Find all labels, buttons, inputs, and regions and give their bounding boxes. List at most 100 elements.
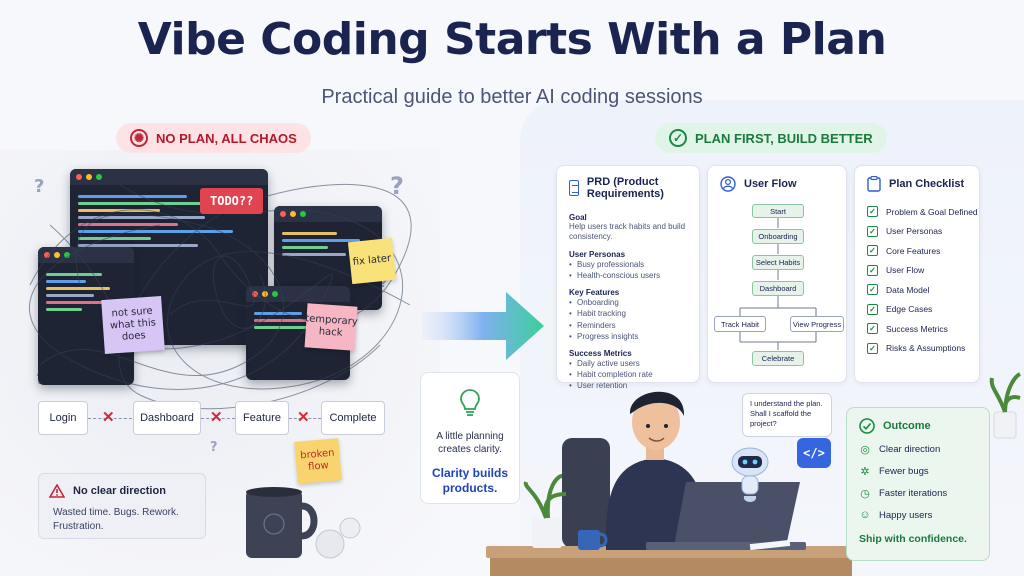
smiley-icon: ☺ xyxy=(859,509,871,521)
outcome-title: Outcome xyxy=(883,420,931,432)
list-item: Health-conscious users xyxy=(569,270,687,281)
outcome-item: ◎ Clear direction xyxy=(859,443,977,456)
bug-icon: ✲ xyxy=(860,466,870,478)
checklist-item: ✓ Data Model xyxy=(855,280,979,300)
prd-title: PRD (Product Requirements) xyxy=(586,176,664,200)
question-mark-icon: ? xyxy=(390,172,404,200)
list-item: Busy professionals xyxy=(569,259,687,270)
clarity-highlight: Clarity builds products. xyxy=(431,466,508,495)
checklist-item-label: User Flow xyxy=(886,265,925,276)
list-item: Reminders xyxy=(569,320,687,331)
checklist-item-label: Data Model xyxy=(886,284,930,295)
plan-first-pill: ✓ PLAN FIRST, BUILD BETTER xyxy=(655,123,887,153)
outcome-item: ✲ Fewer bugs xyxy=(859,465,977,478)
clarity-card: A little planning creates clarity. Clari… xyxy=(420,372,520,504)
outcome-item: ◷Faster iterations xyxy=(859,487,977,500)
chaos-icon: ✺ xyxy=(130,129,148,147)
flow-connectors xyxy=(739,218,817,350)
checkbox-checked-icon: ✓ xyxy=(867,323,878,335)
broken-link-icon: ✕ xyxy=(210,409,223,426)
sticky-note-broken-flow: broken flow xyxy=(294,438,342,484)
warning-title: No clear direction xyxy=(73,485,166,497)
sticky-note-temporary-hack: temporary hack xyxy=(304,303,358,351)
checklist-item-label: Risks & Assumptions xyxy=(886,343,966,354)
timer-icon: ◷ xyxy=(860,488,870,500)
broken-link-icon: ✕ xyxy=(102,409,115,426)
plan-first-label: PLAN FIRST, BUILD BETTER xyxy=(695,130,873,146)
flow-connector xyxy=(201,418,235,419)
flow-connector xyxy=(88,418,132,419)
question-mark-icon: ? xyxy=(210,440,218,455)
checkbox-checked-icon: ✓ xyxy=(867,245,878,257)
checklist-item: ✓ Core Features xyxy=(855,241,979,261)
checklist-item-label: Success Metrics xyxy=(886,323,948,334)
checklist-item: ✓ User Personas xyxy=(855,222,979,242)
flow-step-feature: Feature xyxy=(235,401,289,435)
prd-goal-heading: Goal xyxy=(569,213,587,222)
checkbox-checked-icon: ✓ xyxy=(867,225,878,237)
page-subtitle: Practical guide to better AI coding sess… xyxy=(321,86,703,108)
ai-robot-icon xyxy=(731,447,769,502)
list-item: Onboarding xyxy=(569,297,687,308)
check-circle-icon: ✓ xyxy=(669,129,687,147)
list-item: User retention xyxy=(569,380,687,391)
plant-icon xyxy=(989,372,1022,439)
list-item: Habit tracking xyxy=(569,308,687,319)
broken-link-icon: ✕ xyxy=(297,409,310,426)
question-mark-icon: ? xyxy=(34,176,45,197)
flow-connector xyxy=(289,418,321,419)
document-icon xyxy=(569,180,579,196)
compass-icon: ◎ xyxy=(860,444,870,456)
checklist-item: ✓Risks & Assumptions xyxy=(855,339,979,359)
sticky-note-fix-later: fix later xyxy=(347,237,397,285)
checkbox-checked-icon: ✓ xyxy=(867,206,878,218)
checklist-item: ✓Problem & Goal Defined xyxy=(855,202,979,222)
no-direction-callout: No clear direction Wasted time. Bugs. Re… xyxy=(38,473,206,539)
checklist-item-label: Core Features xyxy=(886,245,941,256)
flow-step-login: Login xyxy=(38,401,88,435)
prd-card: PRD (Product Requirements) Goal Help use… xyxy=(556,165,700,392)
prd-personas-heading: User Personas xyxy=(569,249,626,259)
outcome-card: Outcome ◎ Clear direction ✲ Fewer bugs ◷Fa… xyxy=(846,407,990,561)
sticky-note-not-sure: not sure what this does xyxy=(101,295,165,355)
flow-node-dashboard: Dashboard xyxy=(752,281,804,296)
flow-node-start: Start xyxy=(752,204,804,218)
outcome-footer: Ship with confidence. xyxy=(859,533,967,545)
outcome-item: ☺ Happy users xyxy=(859,509,977,521)
outcome-item-label: Fewer bugs xyxy=(879,466,929,477)
flow-node-track-habit: Track Habit xyxy=(714,316,766,332)
prd-goal-text: Help users track habits and build consis… xyxy=(569,222,686,242)
warning-icon xyxy=(49,484,65,498)
outcome-item-label: Clear direction xyxy=(879,444,941,455)
flow-node-onboarding: Onboarding xyxy=(752,229,804,244)
code-icon: </> xyxy=(797,438,831,468)
prd-metrics-heading: Success Metrics xyxy=(569,348,632,358)
checkbox-checked-icon: ✓ xyxy=(867,303,878,315)
page-title: Vibe Coding Starts With a Plan xyxy=(137,14,887,65)
prd-features-heading: Key Features xyxy=(569,288,620,298)
plan-checklist-card: Plan Checklist ✓Problem & Goal Defined ✓… xyxy=(854,165,980,383)
checklist-item-label: Edge Cases xyxy=(886,304,933,315)
no-plan-label: NO PLAN, ALL CHAOS xyxy=(156,130,297,146)
checklist-item-label: User Personas xyxy=(886,226,943,237)
no-plan-pill: ✺ NO PLAN, ALL CHAOS xyxy=(116,123,311,153)
ai-speech-bubble: I understand the plan. Shall I scaffold … xyxy=(742,393,832,437)
user-flow-card: User Flow Start Onboarding Select Habits… xyxy=(707,165,847,383)
outcome-item-label: Happy users xyxy=(879,509,933,521)
lightbulb-icon xyxy=(460,389,480,416)
flow-step-dashboard: Dashboard xyxy=(133,401,201,435)
checkbox-checked-icon: ✓ xyxy=(867,264,878,276)
warning-text: Wasted time. Bugs. Rework. Frustration. xyxy=(53,507,179,532)
flow-node-celebrate: Celebrate xyxy=(752,351,804,366)
transition-arrow xyxy=(422,292,544,360)
checkbox-checked-icon: ✓ xyxy=(867,284,878,296)
flow-node-select-habits: Select Habits xyxy=(752,255,804,270)
user-flow-title: User Flow xyxy=(744,178,797,190)
checklist-item: ✓ Edge Cases xyxy=(855,300,979,320)
clipboard-icon xyxy=(867,176,881,192)
developer-desk-illustration xyxy=(486,391,856,576)
coffee-mug-icon xyxy=(246,487,361,559)
checklist-item: ✓ User Flow xyxy=(855,261,979,281)
list-item: Daily active users xyxy=(569,358,687,369)
checklist-item: ✓ Success Metrics xyxy=(855,319,979,339)
